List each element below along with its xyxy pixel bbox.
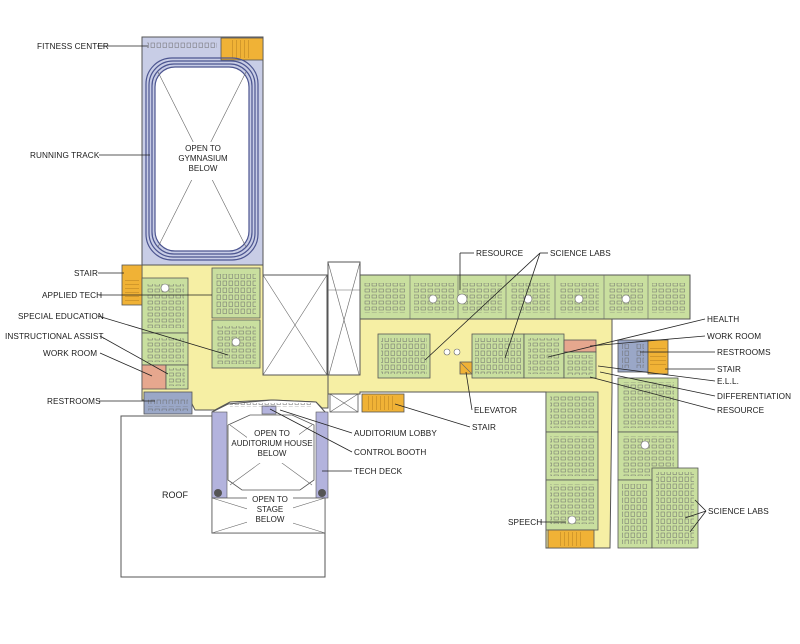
label-health: HEALTH [707, 315, 739, 324]
gym-label-line-1: OPEN TO [185, 144, 221, 153]
label-speech: SPEECH [508, 518, 542, 527]
east-restrooms [617, 339, 669, 375]
label-tech-deck: TECH DECK [354, 467, 403, 476]
label-resource-top: RESOURCE [476, 249, 524, 258]
roof-label: ROOF [162, 490, 189, 500]
gym-open-label: OPEN TO GYMNASIUM BELOW [178, 144, 228, 173]
auditorium-label-line-3: BELOW [258, 449, 287, 458]
auditorium-label-line-1: OPEN TO [254, 429, 290, 438]
label-elevator: ELEVATOR [474, 406, 517, 415]
gym-label-line-3: BELOW [189, 164, 218, 173]
open-shafts [262, 261, 361, 413]
label-science-labs-bottom: SCIENCE LABS [708, 507, 769, 516]
label-applied-tech: APPLIED TECH [42, 291, 102, 300]
label-restrooms-left: RESTROOMS [47, 397, 101, 406]
gym-label-line-2: GYMNASIUM [178, 154, 228, 163]
label-control-booth: CONTROL BOOTH [354, 448, 426, 457]
label-science-labs-top: SCIENCE LABS [550, 249, 611, 258]
label-work-room-left: WORK ROOM [43, 349, 97, 358]
label-ell: E.L.L. [717, 377, 739, 386]
west-restrooms [143, 391, 193, 415]
west-classrooms [141, 267, 261, 369]
label-work-room-right: WORK ROOM [707, 332, 761, 341]
stage-open-label: OPEN TO STAGE BELOW [252, 495, 288, 524]
room-labels: FITNESS CENTER RUNNING TRACK STAIR APPLI… [5, 42, 791, 527]
stage-label-line-3: BELOW [256, 515, 285, 524]
label-instructional-assist: INSTRUCTIONAL ASSIST. [5, 332, 105, 341]
label-stair-left: STAIR [74, 269, 98, 278]
label-resource-right: RESOURCE [717, 406, 765, 415]
leader-lines [97, 45, 716, 533]
southeast-wing [545, 377, 699, 549]
fitness-equipment [147, 41, 217, 49]
label-stair-bottom: STAIR [472, 423, 496, 432]
label-special-education: SPECIAL EDUCATION [18, 312, 104, 321]
auditorium-open-label: OPEN TO AUDITORIUM HOUSE BELOW [231, 429, 312, 458]
auditorium-label-line-2: AUDITORIUM HOUSE [231, 439, 312, 448]
label-differentiation: DIFFERENTIATION [717, 392, 791, 401]
label-auditorium-lobby: AUDITORIUM LOBBY [354, 429, 437, 438]
label-fitness-center: FITNESS CENTER [37, 42, 109, 51]
middle-lab-block [377, 333, 597, 379]
label-stair-right: STAIR [717, 365, 741, 374]
label-running-track: RUNNING TRACK [30, 151, 100, 160]
lobby-stair [361, 393, 405, 413]
gymnasium-wing [141, 36, 264, 266]
west-stair [121, 264, 143, 306]
west-work-room [141, 364, 189, 390]
label-restrooms-right: RESTROOMS [717, 348, 771, 357]
stage-label-line-1: OPEN TO [252, 495, 288, 504]
stage-label-line-2: STAGE [257, 505, 284, 514]
auditorium [211, 399, 329, 534]
